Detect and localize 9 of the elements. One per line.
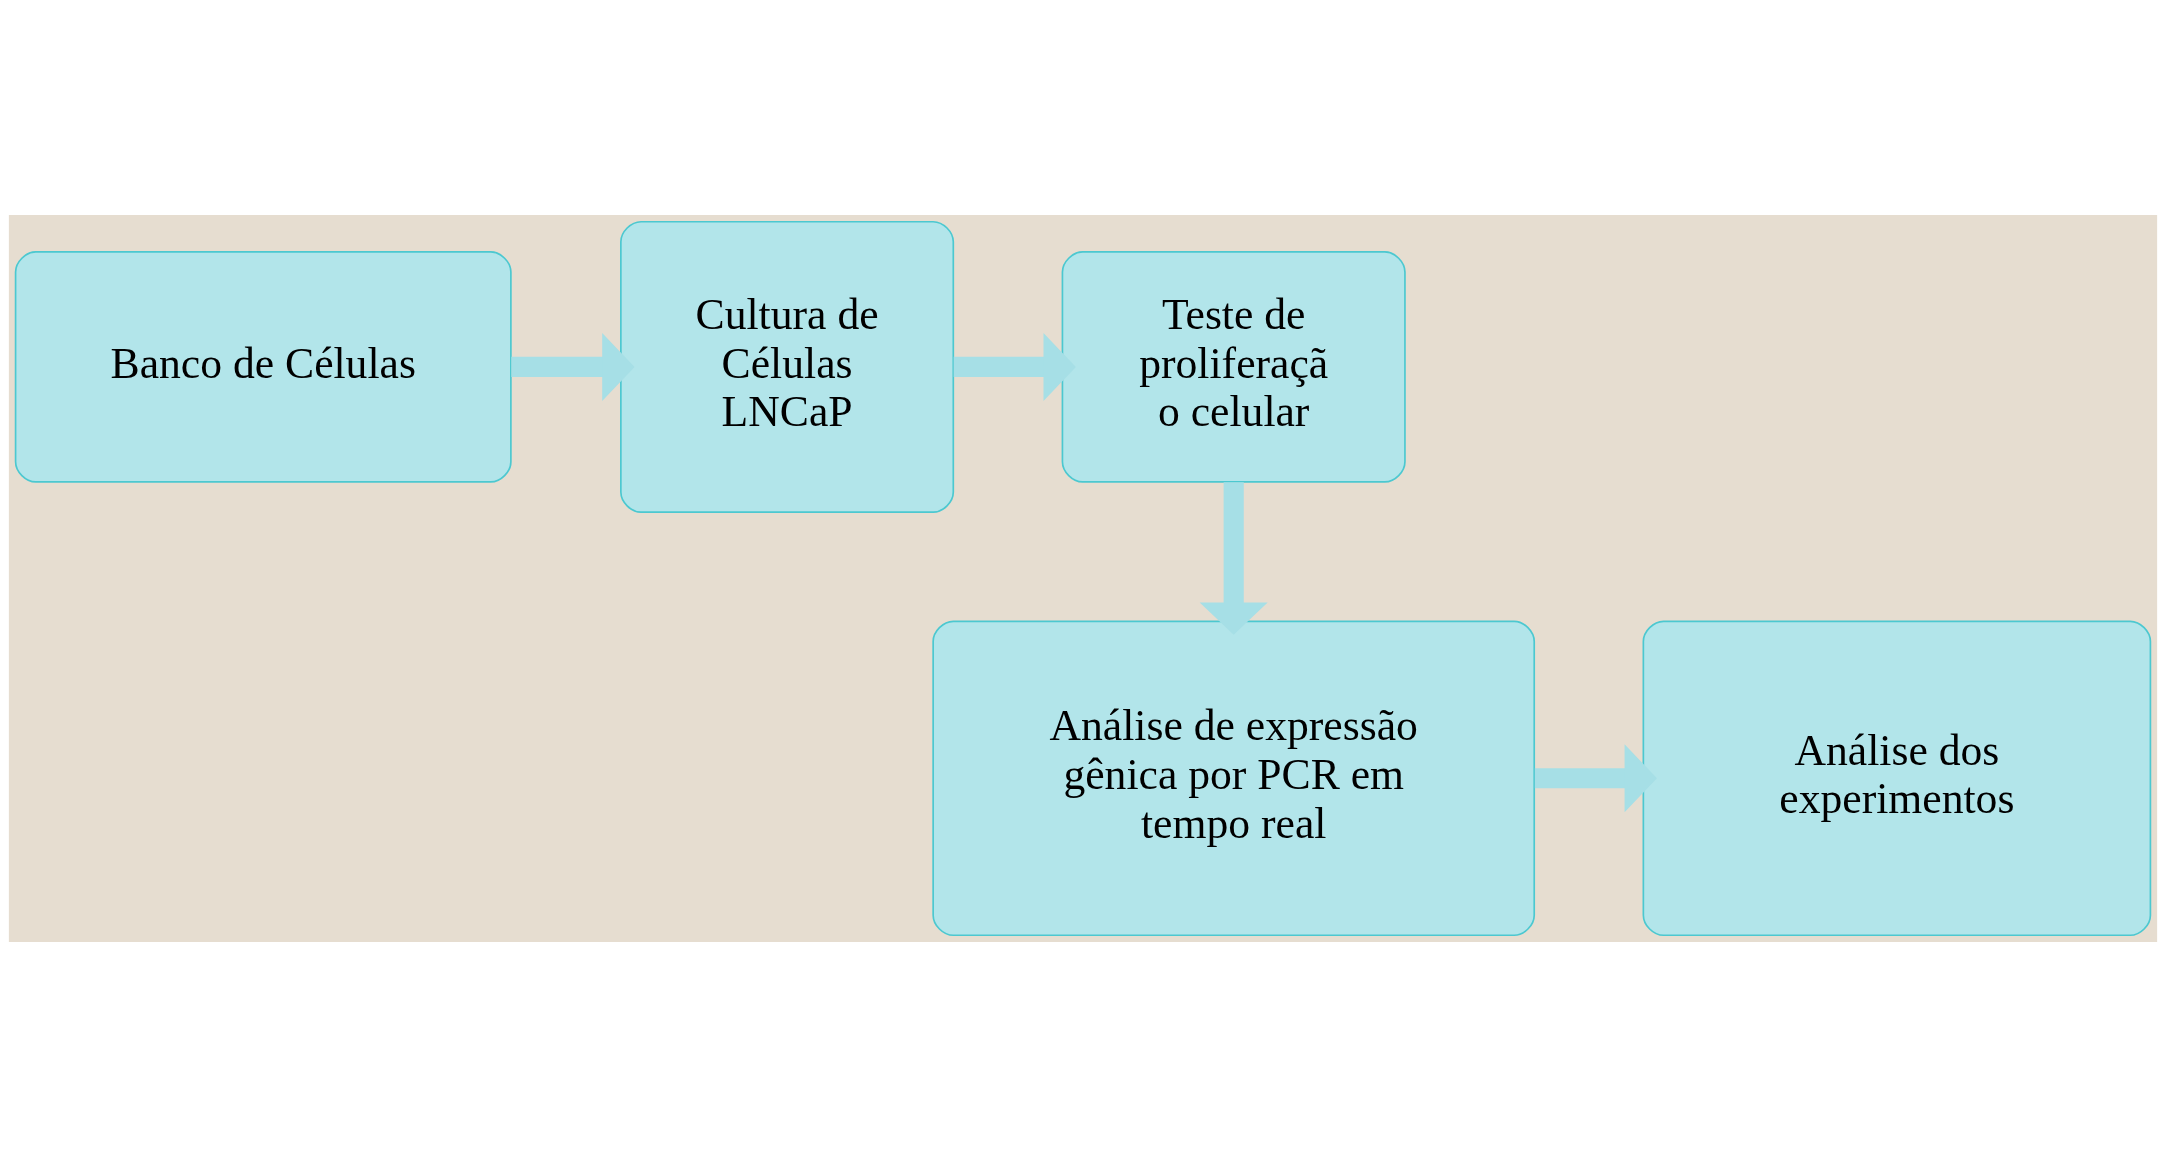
arrow	[953, 332, 1076, 401]
node-box: Análise dos experimentos	[1642, 619, 2152, 936]
node-box: Análise de expressão gênica por PCR em tempo real	[932, 619, 1536, 936]
arrow	[1199, 481, 1268, 635]
arrow	[1534, 743, 1657, 812]
node-box: Banco de Células	[14, 250, 512, 483]
node-box: Cultura de Células LNCaP	[620, 220, 955, 513]
arrow	[511, 332, 635, 401]
node-box: Teste de proliferaçã o celular	[1061, 250, 1406, 483]
